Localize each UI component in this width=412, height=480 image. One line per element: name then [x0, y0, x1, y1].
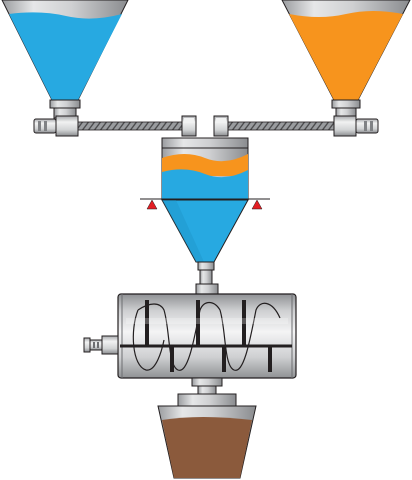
hopper-left-material [9, 12, 122, 100]
load-cell-left [146, 199, 158, 210]
load-cell-right [251, 199, 263, 210]
load-cells [146, 199, 263, 210]
hopper-left [1, 0, 129, 119]
screw-conveyor-right [213, 115, 379, 137]
hopper-right [281, 0, 411, 119]
mixer-ribbon [137, 301, 281, 371]
weigh-hopper [140, 137, 270, 285]
output-bin-material [162, 417, 252, 478]
hopper-right-material [289, 11, 403, 100]
weigh-hopper-blue-layer [162, 169, 248, 200]
mixer-drive [83, 335, 119, 355]
screw-conveyor-left [33, 115, 197, 137]
output-bin [157, 393, 257, 479]
ribbon-mixer [83, 283, 297, 395]
